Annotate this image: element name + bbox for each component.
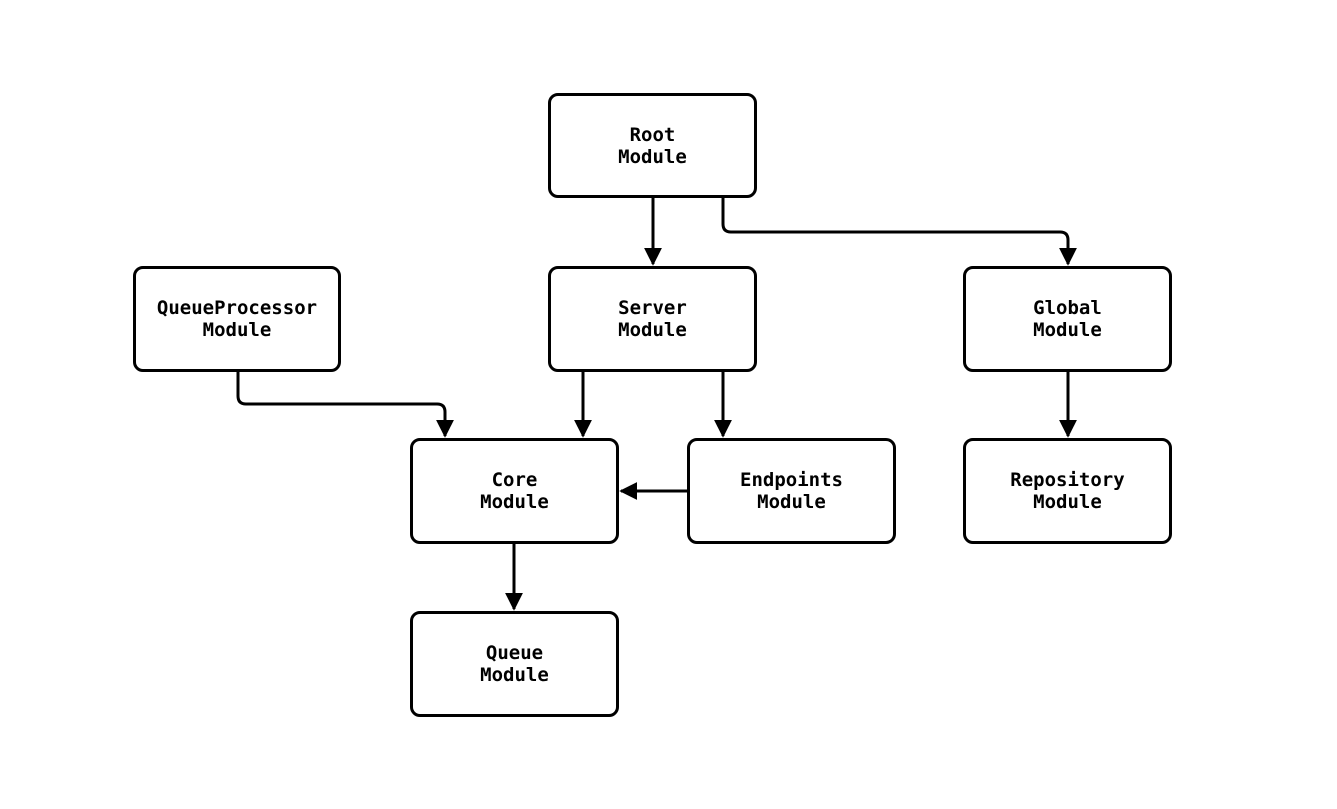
node-label: Repository Module <box>1010 469 1125 513</box>
edges-group <box>236 198 1077 611</box>
node-core: Core Module <box>410 438 619 544</box>
node-label: Root Module <box>618 123 687 168</box>
node-global: Global Module <box>963 266 1172 372</box>
node-queueprocessor: QueueProcessor Module <box>133 266 341 372</box>
node-repository: Repository Module <box>963 438 1172 544</box>
node-label: Core Module <box>480 469 549 513</box>
node-label: QueueProcessor Module <box>156 297 318 341</box>
node-server: Server Module <box>548 266 757 372</box>
node-queue: Queue Module <box>410 611 619 717</box>
node-label: Queue Module <box>480 642 549 686</box>
node-label: Endpoints Module <box>740 469 843 513</box>
edge-root-to-global <box>721 198 1077 266</box>
edge-queueprocessor-to-core <box>236 372 454 438</box>
node-endpoints: Endpoints Module <box>687 438 896 544</box>
node-root: Root Module <box>548 93 757 198</box>
node-label: Server Module <box>618 297 687 341</box>
node-label: Global Module <box>1033 297 1102 341</box>
